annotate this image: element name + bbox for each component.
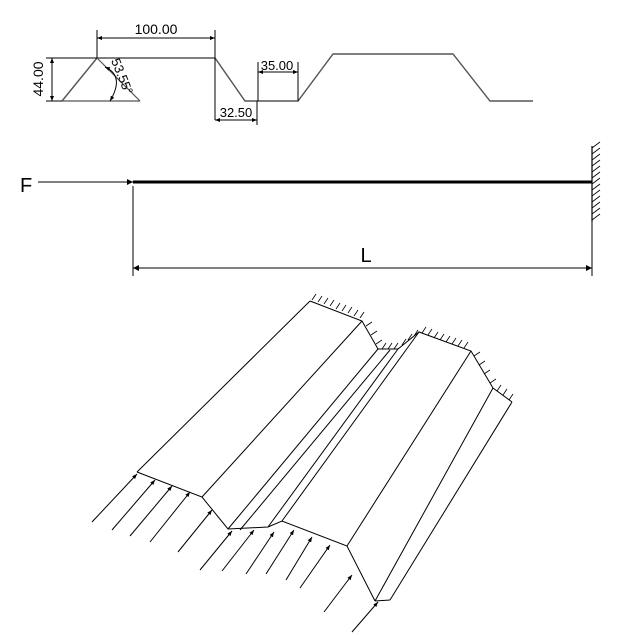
panel-edge-1 <box>136 300 311 473</box>
load-arrow <box>129 485 173 537</box>
panel-edge-4 <box>239 349 391 531</box>
panel-support-hatch <box>311 293 514 401</box>
panel-edge-6 <box>281 331 420 522</box>
panel-edge-8 <box>374 387 494 602</box>
panel-edge-9 <box>389 401 513 601</box>
dim-angle-label: 53.55° <box>108 56 136 97</box>
load-arrow <box>177 509 213 553</box>
panel-front-profile <box>136 471 376 602</box>
load-arrow <box>149 491 191 543</box>
dim-pitch-label: 100.00 <box>135 21 178 37</box>
fixed-support-hatch <box>591 141 601 221</box>
panel-back-profile <box>309 300 513 403</box>
dim-angle-arc <box>104 66 117 102</box>
beam-section: F L <box>20 141 601 276</box>
load-arrow <box>299 544 331 589</box>
profile-section: 100.00 44.00 53.55° 35.00 32.50 <box>30 21 533 125</box>
load-arrow <box>265 529 295 575</box>
load-arrow <box>323 574 353 613</box>
profile-left-web <box>96 57 141 102</box>
load-arrow <box>285 536 313 581</box>
dim-topflat-label: 35.00 <box>261 58 294 73</box>
panel-edge-2 <box>201 320 363 498</box>
dim-height-label: 44.00 <box>30 61 46 96</box>
panel-edge-5 <box>267 348 399 528</box>
load-arrow <box>199 530 233 571</box>
panel-edge-3 <box>227 348 379 530</box>
dim-bottomflat-label: 32.50 <box>220 105 253 120</box>
force-label: F <box>20 175 32 197</box>
panel-3d-section <box>91 293 514 633</box>
load-arrow <box>111 479 156 531</box>
load-arrow <box>91 473 138 523</box>
length-label: L <box>360 245 371 267</box>
panel-load-arrows <box>91 473 379 633</box>
panel-edge-7 <box>346 350 472 547</box>
load-arrow <box>245 531 275 575</box>
load-arrow <box>221 529 255 572</box>
panel-front-right-edge <box>374 599 391 602</box>
load-arrow <box>351 601 379 633</box>
